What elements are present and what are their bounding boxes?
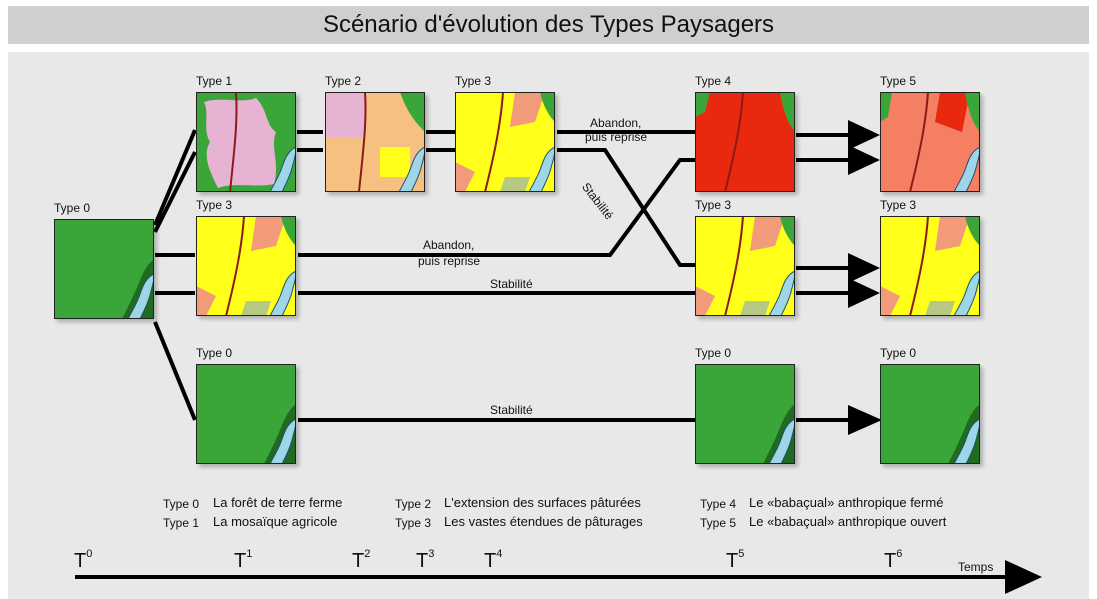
landscape-tile-type3 [455, 92, 555, 192]
tile-map-image [695, 92, 795, 192]
tile-map-image [196, 364, 296, 464]
tile-label: Type 2 [325, 74, 362, 88]
timeline-axis-label: Temps [958, 560, 994, 574]
legend-desc: La mosaïque agricole [213, 514, 338, 529]
tile-map-image [695, 216, 795, 316]
legend-desc: L'extension des surfaces pâturées [444, 495, 641, 510]
tile-map-image [325, 92, 425, 192]
tile-label: Type 5 [880, 74, 917, 88]
landscape-tile-type3 [196, 216, 296, 316]
landscape-tile-type2 [325, 92, 425, 192]
flow-label-abandon-top: Abandon, [590, 116, 642, 130]
timeline-mark: T2 [352, 548, 371, 572]
tile-map-image [695, 364, 795, 464]
legend-code: Type 3 [395, 516, 432, 530]
tile-label: Type 0 [695, 346, 732, 360]
tile-label: Type 0 [880, 346, 917, 360]
timeline-mark: T3 [416, 548, 435, 572]
tile-map-image [196, 92, 296, 192]
landscape-tile-type4 [695, 92, 795, 192]
landscape-tile-type0 [880, 364, 980, 464]
tile-label: Type 3 [695, 198, 732, 212]
tile-map-image [880, 364, 980, 464]
title-text: Scénario d'évolution des Types Paysagers [322, 11, 775, 38]
landscape-tile-type1 [196, 92, 296, 192]
landscape-tile-type0 [54, 219, 154, 319]
timeline-mark: T1 [234, 548, 253, 572]
legend-code: Type 1 [163, 516, 200, 530]
timeline-mark: T0 [74, 548, 93, 572]
tile-map-image [455, 92, 555, 192]
tile-map-image [196, 216, 296, 316]
legend-code: Type 5 [700, 516, 737, 530]
landscape-tile-type3 [695, 216, 795, 316]
flow-label-reprise-top: puis reprise [585, 130, 648, 144]
legend-desc: Les vastes étendues de pâturages [444, 514, 643, 529]
flow-label-stabilite-mid: Stabilité [490, 277, 533, 291]
flow-label-abandon-mid: Abandon, [423, 238, 475, 252]
timeline-mark: T5 [726, 548, 745, 572]
legend-code: Type 0 [163, 497, 200, 511]
tile-label: Type 3 [196, 198, 233, 212]
page-title: Scénario d'évolution des Types Paysagers [8, 6, 1089, 44]
legend-code: Type 4 [700, 497, 737, 511]
landscape-tile-type0 [196, 364, 296, 464]
flow-label-reprise-mid: puis reprise [418, 254, 481, 268]
tile-map-image [880, 216, 980, 316]
legend-desc: Le «babaçual» anthropique ouvert [749, 514, 947, 529]
tile-label: Type 4 [695, 74, 732, 88]
landscape-tile-type5 [880, 92, 980, 192]
tile-label: Type 3 [455, 74, 492, 88]
legend-desc: La forêt de terre ferme [213, 495, 343, 510]
tile-map-image [54, 219, 154, 319]
timeline-mark: T4 [484, 548, 503, 572]
timeline-mark: T6 [884, 548, 903, 572]
tile-label: Type 0 [196, 346, 233, 360]
legend-code: Type 2 [395, 497, 432, 511]
tile-label: Type 1 [196, 74, 233, 88]
tile-map-image [880, 92, 980, 192]
tile-label: Type 3 [880, 198, 917, 212]
landscape-tile-type0 [695, 364, 795, 464]
landscape-tile-type3 [880, 216, 980, 316]
tile-label: Type 0 [54, 201, 91, 215]
legend-desc: Le «babaçual» anthropique fermé [749, 495, 944, 510]
flow-label-stabilite-bot: Stabilité [490, 403, 533, 417]
